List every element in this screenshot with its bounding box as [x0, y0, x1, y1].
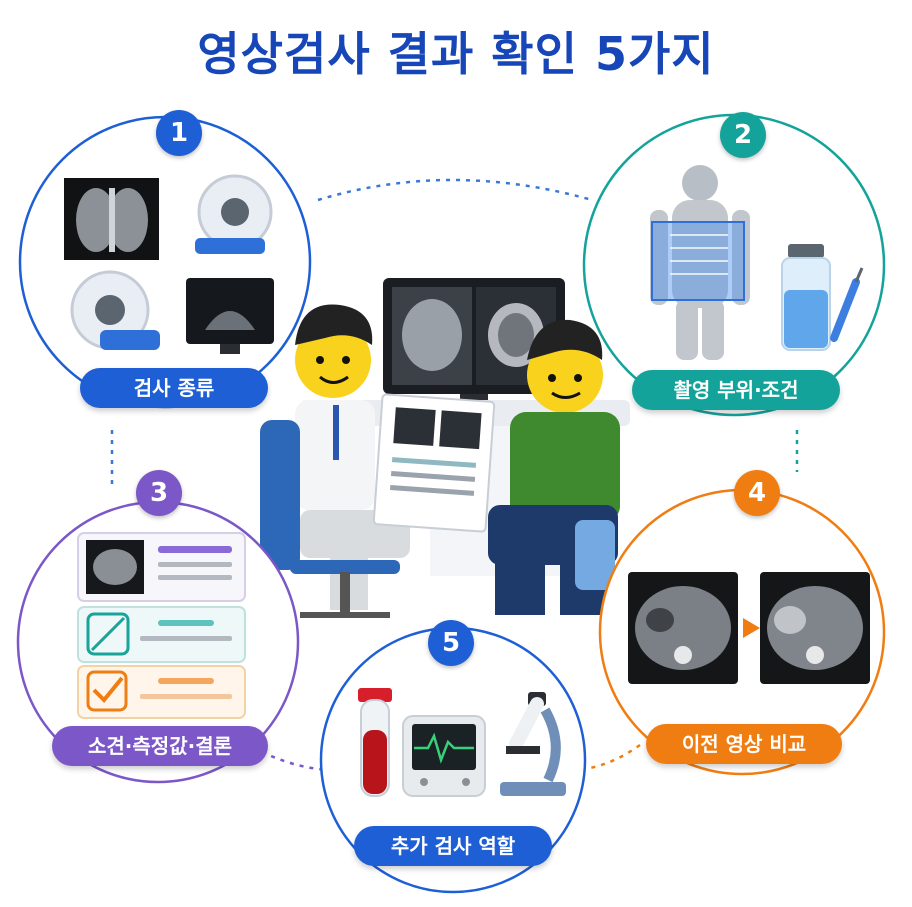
- xray-image-icon: [64, 178, 159, 260]
- current-ct-image: [760, 572, 870, 684]
- circle-1: [18, 115, 312, 409]
- label-4: 이전 영상 비교: [646, 724, 842, 764]
- badge-4: 4: [734, 470, 780, 516]
- label-1: 검사 종류: [80, 368, 268, 408]
- contrast-vial-icon: [781, 244, 831, 351]
- badge-3: 3: [136, 470, 182, 516]
- vital-monitor-icon: [402, 715, 486, 797]
- label-2: 촬영 부위·조건: [632, 370, 840, 410]
- blood-tube-icon: [358, 688, 392, 797]
- connector-1-2: [317, 178, 593, 202]
- badge-2: 2: [720, 112, 766, 158]
- report-card-1: [77, 532, 246, 602]
- ultrasound-monitor-icon: [186, 278, 274, 354]
- mri-machine-icon: [70, 270, 160, 350]
- badge-1: 1: [156, 110, 202, 156]
- page-title: 영상검사 결과 확인 5가지: [197, 27, 715, 81]
- syringe-icon: [830, 267, 864, 342]
- report-paper: [372, 393, 496, 533]
- badge-5: 5: [428, 620, 474, 666]
- report-card-3: [77, 665, 246, 719]
- patient-figure: [488, 319, 620, 615]
- compare-arrow-icon: [743, 618, 760, 638]
- microscope-icon: [500, 692, 566, 796]
- label-3: 소견·측정값·결론: [52, 726, 268, 766]
- report-card-2: [77, 606, 246, 663]
- body-figure-icon: [650, 165, 750, 360]
- prior-ct-image: [628, 572, 738, 684]
- ct-scanner-icon: [195, 174, 273, 254]
- doctor-figure: [260, 304, 410, 618]
- label-5: 추가 검사 역할: [354, 826, 552, 866]
